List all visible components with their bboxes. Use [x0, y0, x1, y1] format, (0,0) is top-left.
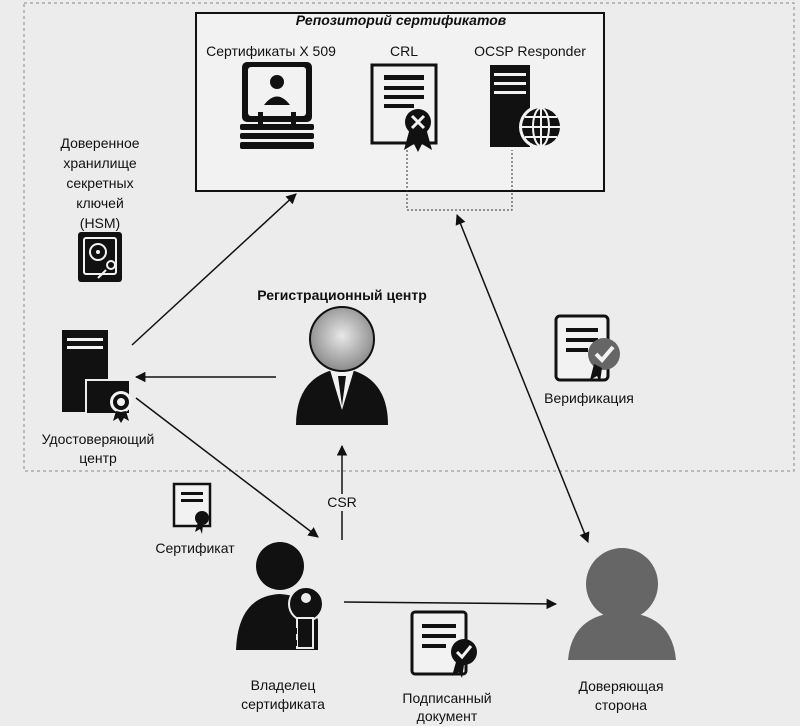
- relying-party-label-line2: сторона: [594, 697, 648, 713]
- ca-server-icon: [62, 330, 132, 423]
- hsm-label-line1: Доверенное: [60, 135, 140, 151]
- signed-document-icon: [410, 610, 477, 678]
- ra-person-icon: [296, 306, 388, 425]
- csr-label: CSR: [318, 494, 366, 511]
- hsm-label-line4: ключей: [76, 195, 124, 211]
- arrow-ca-to-owner: [135, 397, 319, 538]
- arrow-owner-to-relying-party: [343, 598, 558, 610]
- repository-title: Репозиторий сертификатов: [295, 12, 507, 28]
- pki-dashed-boundary: [23, 2, 795, 472]
- relying-party-label: Доверяющая сторона: [556, 677, 686, 715]
- owner-label: Владелец сертификата: [218, 676, 348, 714]
- relying-party-person-icon: [568, 548, 676, 660]
- crl-label: CRL: [389, 43, 418, 59]
- ca-label: Удостоверяющий центр: [18, 430, 178, 468]
- hsm-label-line3: секретных: [66, 175, 134, 191]
- ocsp-server-icon: [490, 65, 563, 149]
- x509-certificates-icon: [240, 62, 314, 149]
- x509-label: Сертификаты X 509: [206, 43, 336, 59]
- hsm-label-line2: хранилище: [63, 155, 137, 171]
- verification-certificate-icon: [554, 314, 620, 382]
- verification-label: Верификация: [544, 390, 634, 406]
- ca-label-line2: центр: [79, 450, 117, 466]
- signed-doc-label-line1: Подписанный: [402, 690, 492, 706]
- owner-person-key-icon: [236, 542, 324, 650]
- arrow-repository-relying-party: [455, 214, 590, 543]
- crl-icon: [370, 63, 438, 152]
- arrow-ca-to-repository: [131, 193, 297, 346]
- ca-label-line1: Удостоверяющий: [41, 431, 155, 447]
- ra-label: Регистрационный центр: [257, 287, 427, 303]
- signed-doc-label-line2: документ: [416, 708, 478, 724]
- signed-doc-label: Подписанный документ: [382, 689, 512, 725]
- owner-label-line2: сертификата: [241, 696, 325, 712]
- certificate-label: Сертификат: [155, 540, 235, 556]
- hsm-label: Доверенное хранилище секретных ключей (H…: [30, 133, 170, 233]
- ocsp-label: OCSP Responder: [474, 43, 586, 59]
- crl-ocsp-dotted-connector: [406, 150, 513, 211]
- hsm-safe-icon: [78, 232, 122, 282]
- owner-label-line1: Владелец: [250, 677, 316, 693]
- issued-certificate-icon: [172, 482, 212, 534]
- relying-party-label-line1: Доверяющая: [578, 678, 664, 694]
- hsm-label-line5: (HSM): [79, 215, 121, 231]
